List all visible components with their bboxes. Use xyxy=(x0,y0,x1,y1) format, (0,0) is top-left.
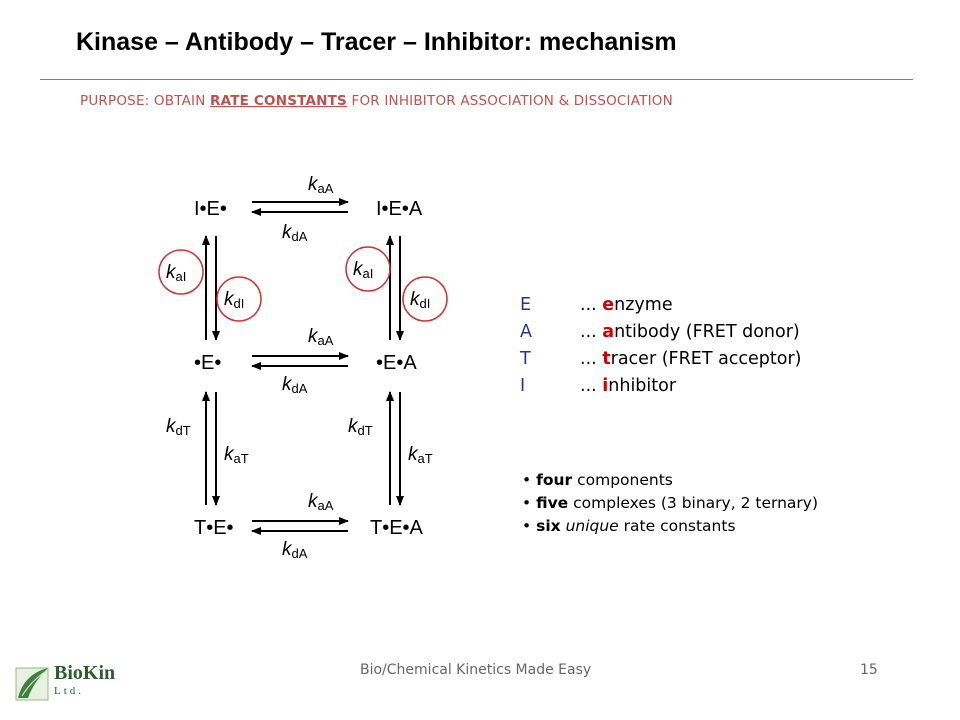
bullet-item: • six unique rate constants xyxy=(522,517,736,535)
species-E: •E• xyxy=(194,352,221,374)
highlight-circle-kaI-left xyxy=(158,249,204,295)
label-kdT-left: kdT xyxy=(166,416,191,438)
label-kaI-left: kaI xyxy=(166,262,186,284)
purpose-prefix: PURPOSE: OBTAIN xyxy=(80,93,210,109)
species-IE: I•E• xyxy=(194,198,227,220)
label-kdI-right: kdI xyxy=(410,289,430,311)
label-kaI-right: kaI xyxy=(353,259,373,281)
leaf-icon xyxy=(15,667,49,701)
label-kdI-left: kdI xyxy=(224,289,244,311)
purpose-line: PURPOSE: OBTAIN RATE CONSTANTS FOR INHIB… xyxy=(80,93,673,109)
purpose-suffix: FOR INHIBITOR ASSOCIATION & DISSOCIATION xyxy=(346,93,673,109)
label-kaT-right: kaT xyxy=(408,444,433,466)
reaction-scheme: I•E• I•E•A •E• •E•A T•E• T•E•A kaA kdA k… xyxy=(158,174,448,561)
component-legend: E... enzyme A... antibody (FRET donor) T… xyxy=(520,292,802,400)
label-kdT-right: kdT xyxy=(348,416,373,438)
highlight-circle-kdI-left xyxy=(216,276,262,322)
bullet-item: • five complexes (3 binary, 2 ternary) xyxy=(522,494,818,512)
legend-row-inhibitor: I... inhibitor xyxy=(520,376,677,396)
slide-title: Kinase – Antibody – Tracer – Inhibitor: … xyxy=(76,28,677,56)
highlight-circle-kdI-right xyxy=(402,276,448,322)
label-kdA-middle: kdA xyxy=(282,374,308,396)
logo-ltd: Ltd. xyxy=(54,685,85,697)
title-divider xyxy=(40,79,913,80)
species-EA: •E•A xyxy=(376,352,417,374)
biokin-logo: BioKin Ltd. xyxy=(14,662,124,704)
legend-row-enzyme: E... enzyme xyxy=(520,295,673,315)
bullet-item: • four components xyxy=(522,471,673,489)
legend-row-tracer: T... tracer (FRET acceptor) xyxy=(520,349,802,369)
logo-name: BioKin xyxy=(54,662,116,684)
species-TEA: T•E•A xyxy=(370,517,424,539)
label-kdA-top: kdA xyxy=(282,222,308,244)
page-number: 15 xyxy=(860,662,878,678)
label-kaT-left: kaT xyxy=(224,444,249,466)
species-TE: T•E• xyxy=(194,517,234,539)
highlight-circle-kaI-right xyxy=(345,246,391,292)
label-kaA-middle: kaA xyxy=(308,326,334,348)
label-kaA-bottom: kaA xyxy=(308,491,334,513)
label-kdA-bottom: kdA xyxy=(282,539,308,561)
label-kaA-top: kaA xyxy=(308,174,334,196)
species-IEA: I•E•A xyxy=(376,198,423,220)
summary-bullets: • four components • five complexes (3 bi… xyxy=(522,469,818,538)
footer-text: Bio/Chemical Kinetics Made Easy xyxy=(360,662,592,678)
purpose-highlight: RATE CONSTANTS xyxy=(210,93,347,109)
legend-row-antibody: A... antibody (FRET donor) xyxy=(520,322,800,342)
